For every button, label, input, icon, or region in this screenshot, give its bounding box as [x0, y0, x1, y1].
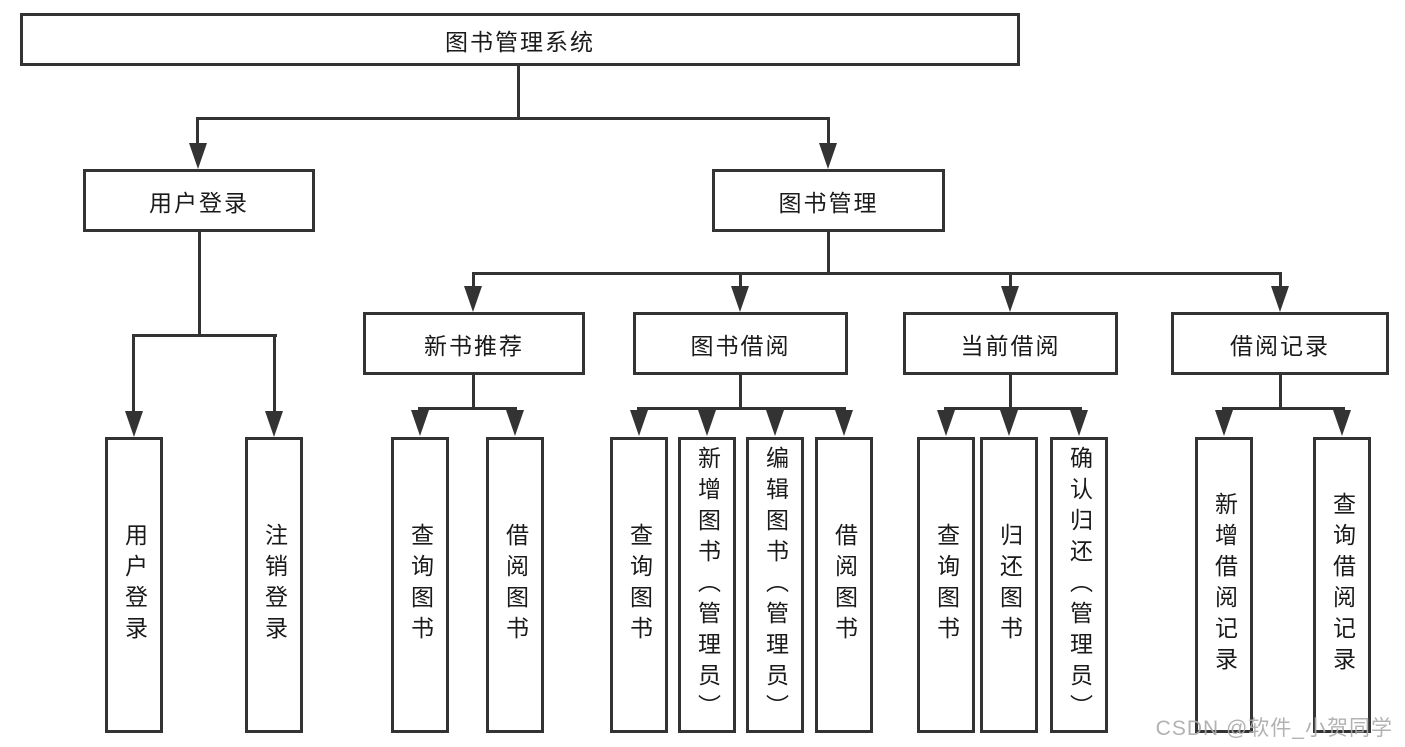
- csdn-watermark: CSDN @软件_小贺同学: [1155, 717, 1393, 740]
- leaf-recommend-borrow-books-label: 借阅图书: [502, 523, 529, 647]
- leaf-borrow-add-books-admin: 新增图书（管理员）: [678, 437, 736, 733]
- node-user-login: 用户登录: [83, 169, 315, 232]
- node-book-management: 图书管理: [712, 169, 945, 232]
- arrowhead-down: [464, 286, 482, 312]
- arrowhead-down: [1215, 410, 1233, 436]
- leaf-logout: 注销登录: [245, 437, 303, 733]
- connector-level3-rail: [472, 272, 1282, 275]
- node-book-borrow: 图书借阅: [633, 312, 848, 375]
- connector-borrow-stem: [739, 375, 742, 409]
- connector-drop-records: [1279, 272, 1282, 288]
- leaf-logout-label: 注销登录: [261, 523, 288, 647]
- connector-recommend-stem: [472, 375, 475, 409]
- node-borrow-records-label: 借阅记录: [1230, 332, 1330, 359]
- arrowhead-down: [1333, 410, 1351, 436]
- arrowhead-down: [1001, 286, 1019, 312]
- leaf-recommend-query-books-label: 查询图书: [407, 523, 434, 647]
- connector-borrow-rail: [637, 407, 846, 410]
- leaf-records-query-borrow-record: 查询借阅记录: [1313, 437, 1371, 733]
- arrowhead-down: [506, 410, 524, 436]
- arrowhead-down: [189, 143, 207, 169]
- node-user-login-label: 用户登录: [149, 189, 249, 216]
- leaf-borrow-add-books-admin-label: 新增图书（管理员）: [694, 445, 721, 725]
- node-book-management-label: 图书管理: [778, 189, 879, 216]
- connector-drop-login-1: [132, 334, 135, 413]
- node-current-borrow: 当前借阅: [903, 312, 1118, 375]
- leaf-borrow-edit-books-admin-label: 编辑图书（管理员）: [762, 445, 789, 725]
- connector-drop-borrow: [739, 272, 742, 288]
- leaf-records-add-borrow-record-label: 新增借阅记录: [1211, 492, 1238, 678]
- leaf-current-return-books-label: 归还图书: [996, 523, 1023, 647]
- leaf-current-return-books: 归还图书: [980, 437, 1038, 733]
- arrowhead-down: [125, 411, 143, 437]
- arrowhead-down: [937, 410, 955, 436]
- leaf-user-login-label: 用户登录: [121, 523, 148, 647]
- leaf-borrow-query-books-label: 查询图书: [626, 523, 653, 647]
- leaf-current-query-books-label: 查询图书: [933, 523, 960, 647]
- leaf-current-query-books: 查询图书: [917, 437, 975, 733]
- connector-drop-book-management: [827, 117, 830, 145]
- connector-drop-current: [1009, 272, 1012, 288]
- connector-records-stem: [1279, 375, 1282, 409]
- arrowhead-down: [1070, 410, 1088, 436]
- connector-current-stem: [1009, 375, 1012, 409]
- arrowhead-down: [731, 286, 749, 312]
- arrowhead-down: [1000, 410, 1018, 436]
- connector-recommend-rail: [418, 407, 517, 410]
- arrowhead-down: [819, 143, 837, 169]
- connector-book-management-stem: [827, 232, 830, 274]
- arrowhead-down: [630, 410, 648, 436]
- arrowhead-down: [835, 410, 853, 436]
- connector-level2-rail: [196, 117, 830, 120]
- node-new-book-recommend-label: 新书推荐: [424, 332, 524, 359]
- node-root-label: 图书管理系统: [445, 28, 595, 55]
- leaf-records-add-borrow-record: 新增借阅记录: [1195, 437, 1253, 733]
- leaf-current-confirm-return-admin-label: 确认归还（管理员）: [1066, 445, 1093, 725]
- node-book-borrow-label: 图书借阅: [690, 332, 791, 359]
- connector-root-stem: [517, 66, 520, 118]
- arrowhead-down: [265, 411, 283, 437]
- leaf-recommend-borrow-books: 借阅图书: [486, 437, 544, 733]
- arrowhead-down: [698, 410, 716, 436]
- node-root: 图书管理系统: [20, 13, 1020, 66]
- arrowhead-down: [411, 410, 429, 436]
- connector-user-login-stem: [198, 232, 201, 337]
- leaf-borrow-borrow-books: 借阅图书: [815, 437, 873, 733]
- arrowhead-down: [766, 410, 784, 436]
- leaf-borrow-edit-books-admin: 编辑图书（管理员）: [746, 437, 804, 733]
- connector-drop-user-login: [196, 117, 199, 145]
- connector-login-rail: [132, 334, 277, 337]
- leaf-current-confirm-return-admin: 确认归还（管理员）: [1050, 437, 1108, 733]
- connector-current-rail: [944, 407, 1082, 410]
- leaf-borrow-borrow-books-label: 借阅图书: [831, 523, 858, 647]
- connector-records-rail: [1222, 407, 1345, 410]
- leaf-user-login: 用户登录: [105, 437, 163, 733]
- node-borrow-records: 借阅记录: [1171, 312, 1389, 375]
- arrowhead-down: [1271, 286, 1289, 312]
- leaf-recommend-query-books: 查询图书: [391, 437, 449, 733]
- leaf-borrow-query-books: 查询图书: [610, 437, 668, 733]
- node-current-borrow-label: 当前借阅: [960, 332, 1061, 359]
- connector-drop-login-2: [273, 334, 276, 413]
- leaf-records-query-borrow-record-label: 查询借阅记录: [1329, 492, 1356, 678]
- connector-drop-recommend: [472, 272, 475, 288]
- node-new-book-recommend: 新书推荐: [363, 312, 585, 375]
